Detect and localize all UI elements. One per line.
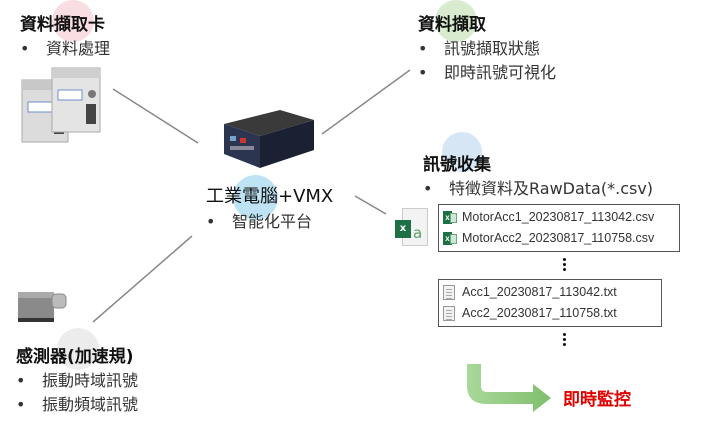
green-arrow-icon [467,364,551,412]
daq-card-image [21,67,101,143]
node-title: 感測器(加速規) [16,347,134,367]
bullet-item: •特徵資料及RawData(*.csv) [423,179,654,198]
line-ipc-to-acquisition [321,69,411,135]
decor-circle-gray [57,328,99,370]
text-file-icon [443,285,455,300]
decor-circle-green [435,0,477,42]
node-sensor: 感測器(加速規) •振動時域訊號 •振動頻域訊號 [16,342,138,415]
node-title: 資料擷取卡 [20,15,105,35]
txt-file-item[interactable]: Acc2_20230817_110758.txt [443,303,657,324]
node-acquisition: 資料擷取 •訊號擷取狀態 •即時訊號可視化 [418,10,556,83]
bullet-item: •資料處理 [20,39,111,58]
accelerometer-image [18,292,67,322]
node-daq-card: 資料擷取卡 •資料處理 [20,10,110,59]
decor-circle-blue [233,175,278,220]
more-txt-dots [563,333,567,348]
decor-circle-pink [52,0,94,42]
node-title: 訊號收集 [423,155,491,175]
excel-icon: x [443,211,457,224]
bullet-item: •訊號擷取狀態 [418,39,541,58]
decor-circle-lightblue [442,132,482,172]
node-title: 工業電腦+VMX [206,186,334,207]
excel-file-icon: x a [395,208,429,248]
txt-file-list: Acc1_20230817_113042.txt Acc2_20230817_1… [438,279,662,327]
node-ipc: 工業電腦+VMX •智能化平台 [206,182,333,232]
line-ipc-to-collection [354,195,387,215]
text-file-icon [443,306,455,321]
more-csv-dots [563,258,567,273]
line-sensor-to-ipc [92,235,193,323]
node-title: 資料擷取 [418,15,486,35]
bullet-item: •智能化平台 [206,212,313,231]
bullet-item: •振動頻域訊號 [16,395,139,414]
txt-file-item[interactable]: Acc1_20230817_113042.txt [443,282,657,303]
excel-icon: x [443,232,457,245]
bullet-item: •振動時域訊號 [16,371,139,390]
node-collection: 訊號收集 •特徵資料及RawData(*.csv) [423,150,653,199]
line-daq-to-ipc [112,88,199,144]
industrial-pc-image [224,110,314,168]
realtime-monitor-label: 即時監控 [563,390,631,410]
bullet-item: •即時訊號可視化 [418,63,557,82]
